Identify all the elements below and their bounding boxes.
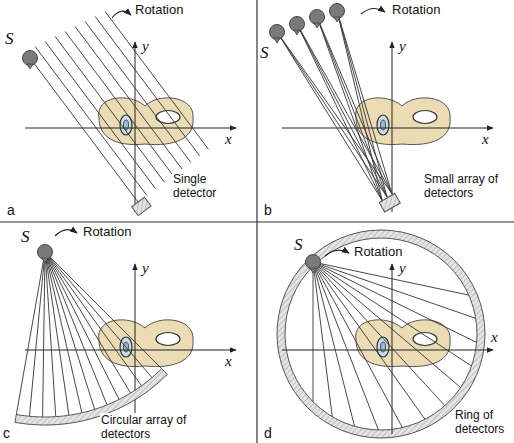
motion-label: Rotation — [134, 2, 184, 17]
axis-label: y — [141, 38, 150, 54]
x-ray-beam — [95, 17, 199, 156]
rotation-arrow — [325, 250, 349, 256]
x-ray-source — [314, 23, 320, 28]
x-axis — [25, 350, 236, 351]
x-ray-beam — [313, 262, 425, 419]
axis-label: x — [490, 329, 499, 345]
x-ray-beam — [313, 262, 314, 402]
axis-label: x — [481, 131, 490, 147]
x-ray-beam — [313, 262, 472, 366]
source-label: S — [293, 236, 304, 254]
x-ray-beam — [337, 11, 382, 201]
y-axis — [392, 42, 393, 212]
x-ray-beam — [45, 252, 56, 417]
x-ray-beam — [317, 17, 392, 193]
motion-label: Rotation — [391, 2, 441, 17]
x-ray-beam — [105, 12, 208, 150]
x-axis — [282, 128, 493, 129]
x-ray-beam — [45, 252, 69, 415]
x-ray-beam — [313, 262, 477, 342]
x-ray-source — [294, 30, 300, 35]
x-ray-beam — [30, 58, 138, 202]
motion-label: Rotation — [353, 244, 403, 259]
x-ray-beam — [337, 11, 387, 197]
detector-label: Small array of detectors — [423, 172, 509, 200]
x-ray-source — [274, 38, 280, 43]
axis-label: y — [398, 38, 407, 54]
detector-array — [379, 194, 400, 213]
x-ray-beam — [45, 252, 142, 386]
x-ray-source — [42, 258, 48, 263]
x-ray-beam — [313, 262, 332, 417]
axis-label: y — [141, 260, 150, 276]
x-ray-beam — [313, 262, 469, 295]
detector-ring — [285, 238, 477, 430]
panel-letter: a — [6, 202, 16, 218]
x-ray-beam — [337, 11, 392, 193]
source-label: S — [4, 30, 15, 48]
x-ray-source — [310, 10, 325, 25]
x-ray-beam — [313, 262, 476, 318]
rotation-arrow — [361, 8, 385, 14]
x-ray-beam — [297, 24, 392, 193]
patient-body — [99, 320, 193, 367]
x-axis — [282, 350, 493, 351]
x-ray-beam — [45, 252, 162, 369]
x-ray-beam — [313, 262, 402, 428]
axis-label: x — [224, 131, 233, 147]
x-ray-source — [38, 245, 53, 260]
rotation-arrow — [112, 11, 131, 18]
source-label: S — [259, 44, 270, 62]
x-ray-source — [27, 64, 33, 69]
x-ray-beam — [85, 22, 191, 163]
x-ray-beam — [45, 252, 107, 405]
x-ray-source — [306, 255, 321, 270]
x-ray-beam — [65, 32, 173, 176]
x-ray-beam — [297, 24, 382, 201]
x-ray-source — [23, 51, 38, 66]
detector-ring — [277, 230, 485, 438]
divider — [0, 221, 514, 222]
detector-label: Circular array of detectors — [100, 413, 190, 441]
rotation-arrow — [55, 230, 77, 236]
x-ray-beam — [45, 252, 131, 393]
x-ray-beam — [45, 42, 155, 189]
x-ray-beam — [317, 17, 382, 201]
detector-label: Single detector — [172, 172, 240, 200]
x-ray-beam — [297, 24, 387, 197]
detector — [132, 197, 151, 215]
x-axis — [25, 128, 236, 129]
panel-letter: c — [2, 425, 11, 441]
motion-label: Rotation — [82, 224, 132, 239]
x-ray-beam — [313, 262, 461, 388]
source-label: S — [20, 228, 31, 246]
x-ray-source — [310, 268, 316, 273]
x-ray-beam — [75, 27, 182, 169]
y-axis — [135, 42, 136, 212]
axis-label: y — [398, 260, 407, 276]
x-ray-beam — [55, 37, 164, 183]
detector-label: Ring of detectors — [454, 408, 512, 436]
x-ray-source — [334, 17, 340, 22]
x-ray-beam — [35, 47, 147, 196]
panel — [277, 230, 493, 438]
x-ray-source — [270, 25, 285, 40]
x-ray-beam — [317, 17, 387, 197]
x-ray-source — [330, 4, 345, 19]
y-axis — [135, 264, 136, 434]
x-ray-beam — [313, 262, 355, 426]
x-ray-beam — [29, 252, 45, 416]
panel-letter: d — [263, 425, 273, 441]
x-ray-beam — [16, 252, 45, 414]
x-ray-source — [290, 17, 305, 32]
panel — [15, 230, 236, 434]
detector-ring — [281, 234, 481, 434]
x-ray-beam — [313, 262, 378, 430]
axis-label: x — [224, 353, 233, 369]
x-ray-beam — [277, 32, 382, 201]
x-ray-beam — [45, 252, 95, 409]
panel-letter: b — [263, 202, 273, 218]
